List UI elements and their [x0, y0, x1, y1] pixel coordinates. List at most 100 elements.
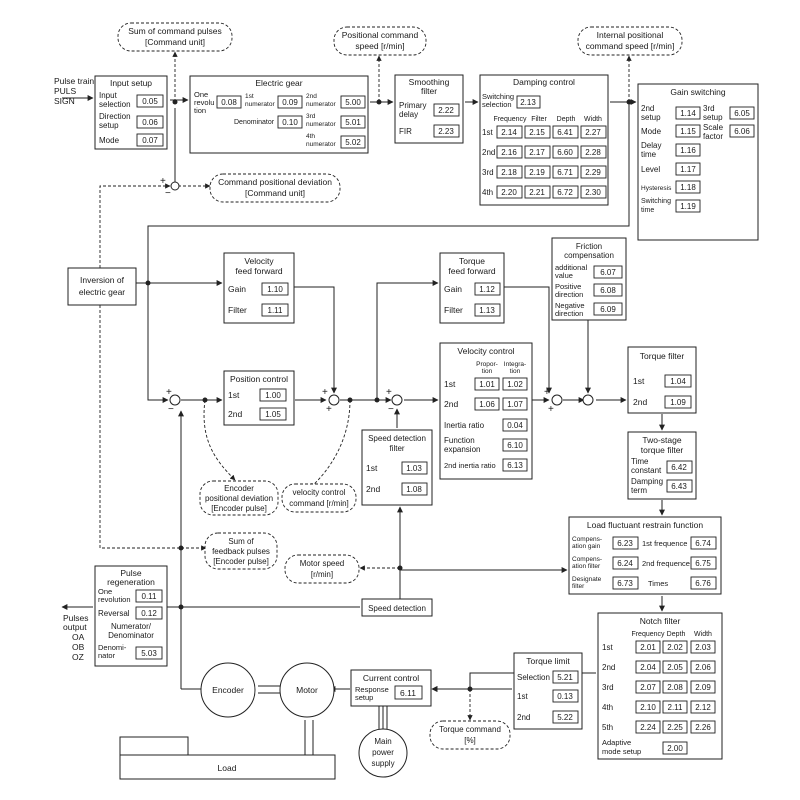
svg-text:Numerator/: Numerator/ [111, 622, 152, 631]
param-2-11[interactable]: 2.11 [668, 703, 684, 712]
param-2-20[interactable]: 2.20 [501, 188, 517, 197]
param-2-27[interactable]: 2.27 [585, 128, 601, 137]
param-1-03[interactable]: 1.03 [406, 464, 422, 473]
svg-text:Velocity: Velocity [244, 256, 274, 266]
param-1-12[interactable]: 1.12 [479, 285, 495, 294]
param-1-02[interactable]: 1.02 [507, 380, 523, 389]
param-6-43[interactable]: 6.43 [671, 482, 687, 491]
svg-text:supply: supply [371, 759, 394, 768]
param-5-22[interactable]: 5.22 [557, 713, 573, 722]
svg-text:1st: 1st [366, 463, 378, 473]
param-2-12[interactable]: 2.12 [695, 703, 711, 712]
param-6-11[interactable]: 6.11 [400, 688, 416, 698]
param-2-29[interactable]: 2.29 [585, 168, 601, 177]
param-2-23[interactable]: 2.23 [438, 127, 454, 136]
svg-text:feed forward: feed forward [235, 266, 283, 276]
param-2-01[interactable]: 2.01 [640, 643, 656, 652]
param-6-60[interactable]: 6.60 [557, 148, 573, 157]
param-2-07[interactable]: 2.07 [640, 683, 656, 692]
param-2-03[interactable]: 2.03 [695, 643, 711, 652]
param-5-02[interactable]: 5.02 [345, 138, 361, 147]
svg-text:Scale: Scale [703, 123, 724, 132]
param-2-25[interactable]: 2.25 [667, 723, 683, 732]
param-6-13[interactable]: 6.13 [507, 461, 523, 470]
param-6-75[interactable]: 6.75 [695, 559, 711, 568]
param-1-09[interactable]: 1.09 [670, 398, 686, 407]
param-2-05[interactable]: 2.05 [667, 663, 683, 672]
param-2-22[interactable]: 2.22 [438, 106, 454, 115]
param-2-14[interactable]: 2.14 [501, 128, 517, 137]
param-5-00[interactable]: 5.00 [345, 98, 361, 107]
param-5-03[interactable]: 5.03 [141, 649, 157, 658]
param-2-00[interactable]: 2.00 [667, 744, 683, 753]
param-1-13[interactable]: 1.13 [479, 306, 495, 315]
param-1-11[interactable]: 1.11 [268, 306, 284, 315]
param-1-07[interactable]: 1.07 [507, 400, 523, 409]
param-2-24[interactable]: 2.24 [640, 723, 656, 732]
param-0-13[interactable]: 0.13 [557, 692, 573, 701]
param-6-42[interactable]: 6.42 [671, 463, 687, 472]
param-5-21[interactable]: 5.21 [557, 673, 573, 682]
param-6-74[interactable]: 6.74 [695, 539, 711, 548]
param-6-23[interactable]: 6.23 [617, 539, 633, 548]
param-0-10[interactable]: 0.10 [282, 118, 298, 127]
param-6-71[interactable]: 6.71 [557, 168, 573, 177]
param-1-17[interactable]: 1.17 [680, 165, 696, 174]
param-1-01[interactable]: 1.01 [479, 380, 495, 389]
svg-text:1st frequence: 1st frequence [642, 539, 687, 548]
param-2-15[interactable]: 2.15 [529, 128, 545, 137]
param-6-07[interactable]: 6.07 [600, 268, 616, 277]
param-2-02[interactable]: 2.02 [667, 643, 683, 652]
param-2-09[interactable]: 2.09 [695, 683, 711, 692]
param-6-76[interactable]: 6.76 [695, 579, 711, 588]
param-2-28[interactable]: 2.28 [585, 148, 601, 157]
param-1-19[interactable]: 1.19 [680, 202, 696, 211]
param-1-00[interactable]: 1.00 [265, 391, 281, 400]
param-1-10[interactable]: 1.10 [267, 285, 283, 294]
param-6-41[interactable]: 6.41 [557, 128, 573, 137]
param-2-18[interactable]: 2.18 [501, 168, 517, 177]
param-0-05[interactable]: 0.05 [142, 97, 158, 106]
param-1-04[interactable]: 1.04 [670, 377, 686, 386]
param-1-06[interactable]: 1.06 [479, 400, 495, 409]
param-1-14[interactable]: 1.14 [680, 109, 696, 118]
param-2-26[interactable]: 2.26 [695, 723, 711, 732]
param-0-08[interactable]: 0.08 [221, 98, 237, 107]
param-6-09[interactable]: 6.09 [600, 305, 616, 314]
param-2-06[interactable]: 2.06 [695, 663, 711, 672]
param-6-08[interactable]: 6.08 [600, 286, 616, 295]
svg-text:SIGN: SIGN [54, 96, 75, 106]
param-1-05[interactable]: 1.05 [265, 410, 281, 419]
param-1-16[interactable]: 1.16 [680, 146, 696, 155]
param-0-06[interactable]: 0.06 [142, 118, 158, 127]
param-1-18[interactable]: 1.18 [680, 183, 696, 192]
param-2-30[interactable]: 2.30 [585, 188, 601, 197]
param-0-11[interactable]: 0.11 [142, 592, 158, 601]
param-2-04[interactable]: 2.04 [640, 663, 656, 672]
param-2-17[interactable]: 2.17 [529, 148, 545, 157]
param-6-24[interactable]: 6.24 [617, 559, 633, 568]
svg-text:Mode: Mode [99, 136, 120, 145]
svg-text:delay: delay [399, 110, 418, 119]
param-0-04[interactable]: 0.04 [507, 421, 523, 430]
param-6-10[interactable]: 6.10 [507, 441, 523, 450]
minus-sign: − [165, 188, 171, 199]
param-1-08[interactable]: 1.08 [406, 485, 422, 494]
param-2-13[interactable]: 2.13 [520, 98, 536, 107]
param-0-12[interactable]: 0.12 [141, 609, 157, 618]
param-6-73[interactable]: 6.73 [617, 579, 633, 588]
param-1-15[interactable]: 1.15 [680, 127, 696, 136]
param-0-07[interactable]: 0.07 [142, 136, 158, 145]
param-6-72[interactable]: 6.72 [557, 188, 573, 197]
param-2-08[interactable]: 2.08 [667, 683, 683, 692]
param-6-06[interactable]: 6.06 [734, 127, 750, 136]
param-2-10[interactable]: 2.10 [640, 703, 656, 712]
param-2-16[interactable]: 2.16 [501, 148, 517, 157]
svg-text:Delay: Delay [641, 141, 661, 150]
param-6-05[interactable]: 6.05 [734, 109, 750, 118]
param-2-19[interactable]: 2.19 [529, 168, 545, 177]
param-0-09[interactable]: 0.09 [282, 98, 298, 107]
param-5-01[interactable]: 5.01 [345, 118, 361, 127]
param-2-21[interactable]: 2.21 [529, 188, 545, 197]
svg-text:mode setup: mode setup [602, 747, 641, 756]
